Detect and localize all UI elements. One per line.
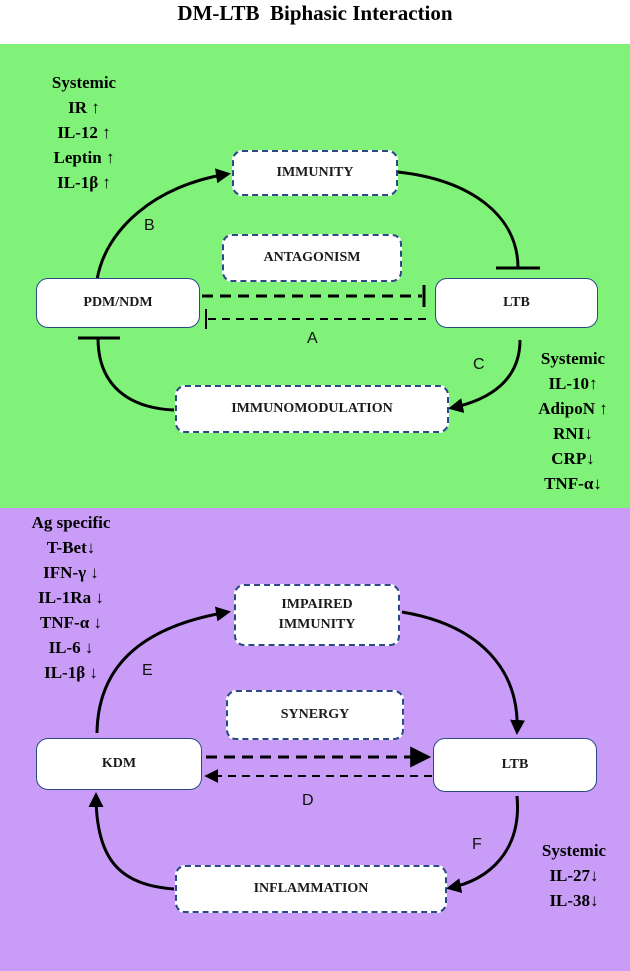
ag-specific-item: IL-6 ↓ [48, 638, 94, 657]
systemic-right-item: TNF-α↓ [544, 474, 602, 493]
immunity-label-bottom: IMMUNITY [278, 617, 356, 632]
arrow-b-pdm-to-immunity [95, 168, 231, 281]
systemic-left-item: IL-12 ↑ [57, 123, 111, 142]
label-d: D [302, 792, 314, 809]
arrow-inflammation-to-kdm [88, 792, 175, 891]
systemic-left-item: Leptin ↑ [53, 148, 115, 167]
pdm-ndm-node: PDM/NDM [36, 278, 200, 328]
systemic-right-item: AdipoN ↑ [538, 399, 608, 418]
ag-specific-item: IL-1Ra ↓ [38, 588, 104, 607]
systemic-left-item: IL-1β ↑ [57, 173, 111, 192]
pdm-ndm-label: PDM/NDM [83, 295, 153, 310]
arrow-e-kdm-to-impaired [95, 606, 231, 734]
systemic-left-list: Systemic IR ↑ IL-12 ↑ Leptin ↑ IL-1β ↑ [14, 70, 154, 195]
systemic-right-item: CRP↓ [551, 449, 595, 468]
immunomodulation-label: IMMUNOMODULATION [231, 401, 393, 416]
systemic-right-item: IL-10↑ [548, 374, 598, 393]
label-c: C [473, 356, 485, 373]
kdm-label: KDM [101, 756, 137, 771]
ag-specific-item: IFN-γ ↓ [43, 563, 99, 582]
ltb-label-bottom: LTB [501, 757, 529, 772]
label-b: B [144, 217, 155, 234]
impaired-immunity-box: IMPAIRED IMMUNITY [234, 584, 400, 646]
synergy-box: SYNERGY [226, 690, 404, 740]
systemic-bottom-item: IL-27↓ [549, 866, 599, 885]
label-e: E [142, 662, 153, 679]
synergy-label: SYNERGY [280, 707, 350, 722]
systemic-right-list: Systemic IL-10↑ AdipoN ↑ RNI↓ CRP↓ TNF-α… [520, 346, 626, 496]
inhibit-immunomodulation-to-pdm [96, 337, 175, 412]
systemic-right-item: RNI↓ [553, 424, 593, 443]
systemic-left-item: Systemic [51, 73, 117, 92]
ltb-node-top: LTB [435, 278, 598, 328]
ltb-node-bottom: LTB [433, 738, 597, 792]
inflammation-label: INFLAMMATION [253, 881, 369, 896]
ag-specific-item: IL-1β ↓ [44, 663, 98, 682]
immunomodulation-box: IMMUNOMODULATION [175, 385, 449, 433]
ag-specific-item: TNF-α ↓ [40, 613, 102, 632]
ag-specific-item: Ag specific [31, 513, 111, 532]
systemic-bottom-item: IL-38↓ [549, 891, 599, 910]
antagonism-label: ANTAGONISM [263, 250, 361, 265]
ag-specific-list: Ag specific T-Bet↓ IFN-γ ↓ IL-1Ra ↓ TNF-… [8, 510, 134, 685]
immunity-box: IMMUNITY [232, 150, 398, 196]
arrow-c-ltb-to-immunomodulation [448, 339, 522, 413]
systemic-left-item: IR ↑ [68, 98, 100, 117]
ag-specific-item: T-Bet↓ [46, 538, 96, 557]
arrow-f-ltb-to-inflammation [446, 795, 519, 894]
systemic-right-item: Systemic [540, 349, 606, 368]
kdm-node: KDM [36, 738, 202, 790]
impaired-label: IMPAIRED [281, 597, 353, 612]
inhibit-immunity-to-ltb [397, 170, 520, 269]
arrow-impaired-to-ltb [401, 610, 526, 735]
label-f: F [472, 836, 482, 853]
systemic-bottom-list: Systemic IL-27↓ IL-38↓ [524, 838, 624, 913]
inflammation-box: INFLAMMATION [175, 865, 447, 913]
label-a: A [307, 330, 318, 347]
immunity-label: IMMUNITY [276, 165, 354, 180]
ltb-label-top: LTB [503, 295, 530, 310]
diagram-title: DM-LTB Biphasic Interaction [177, 1, 453, 25]
systemic-bottom-item: Systemic [541, 841, 607, 860]
antagonism-box: ANTAGONISM [222, 234, 402, 282]
